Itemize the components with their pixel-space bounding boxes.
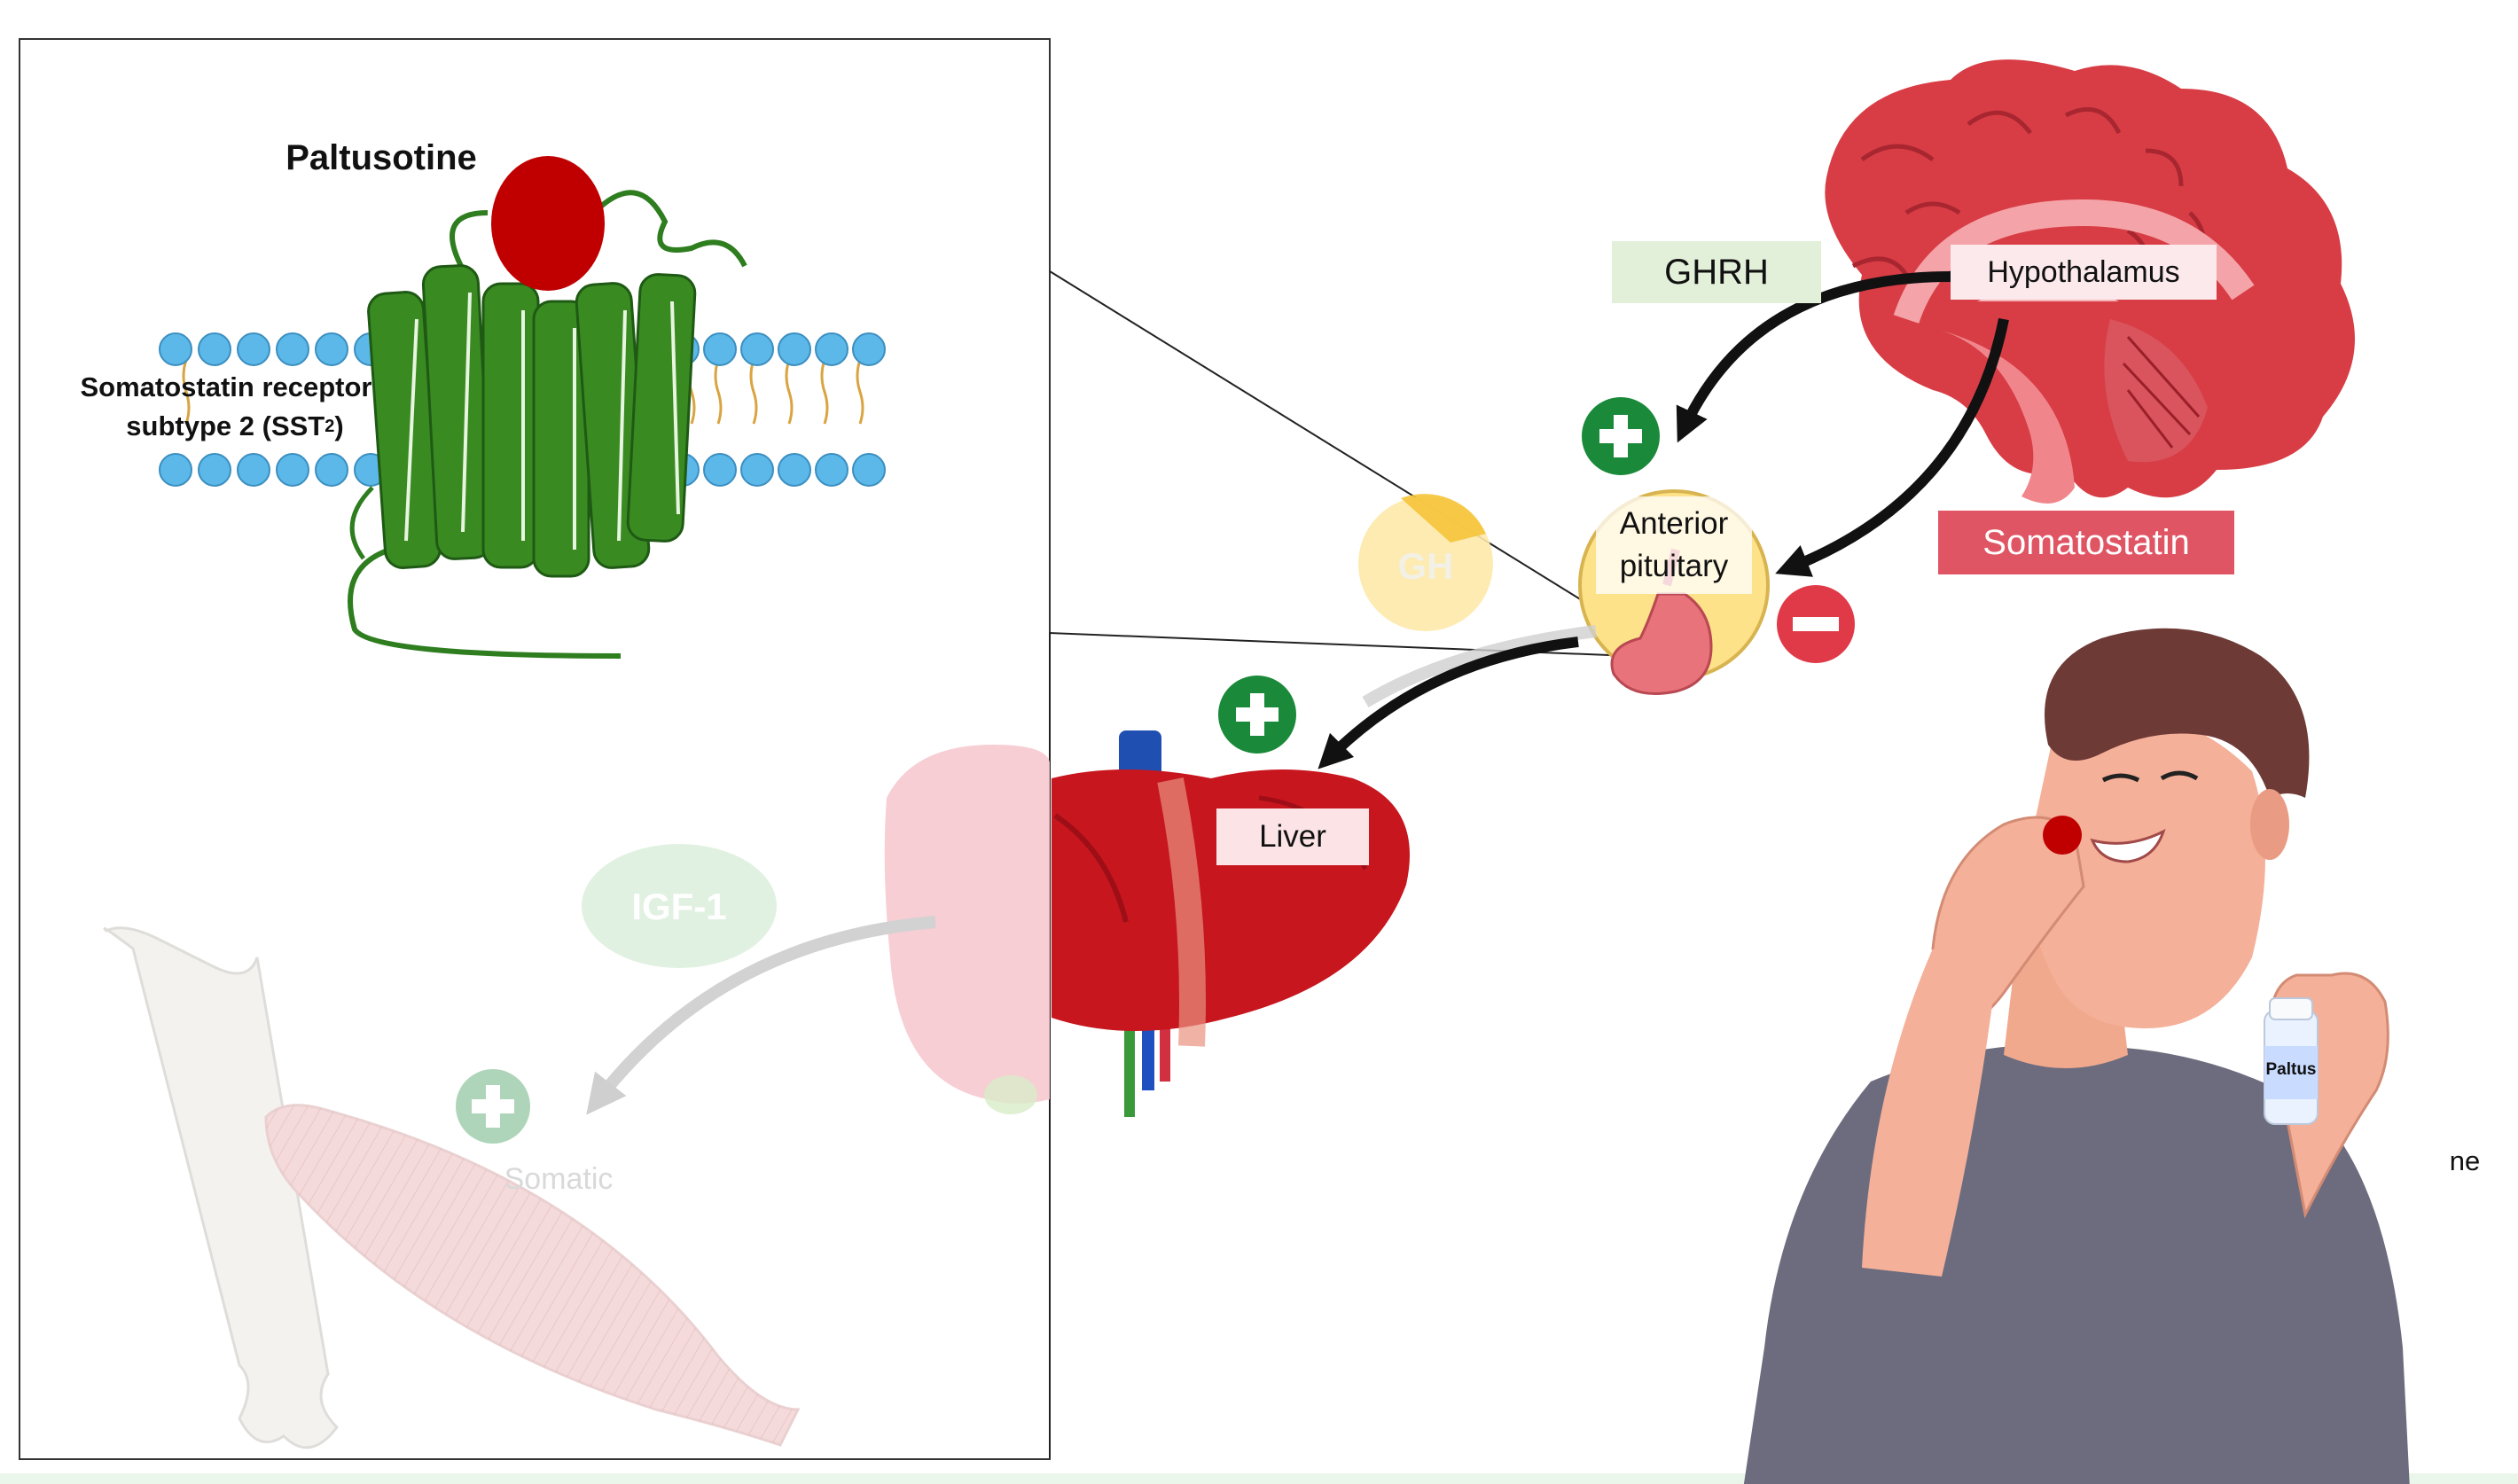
faded-plus-icon xyxy=(456,1069,530,1144)
pill-icon xyxy=(2043,816,2082,855)
bottle-label: Paltus xyxy=(2265,1060,2317,1079)
liver-label: Liver xyxy=(1216,808,1369,865)
sst2-receptor xyxy=(348,190,747,659)
igf1-bubble xyxy=(582,844,777,968)
igf1-label: IGF-1 xyxy=(631,886,727,927)
bone-icon xyxy=(103,926,339,1449)
faded-liver-icon xyxy=(884,745,1050,1104)
drug-name-label: Paltusotine xyxy=(285,137,477,177)
ghrh-plus-icon xyxy=(1582,397,1660,475)
faded-gh-arrow xyxy=(1362,625,1597,708)
gh-label: GH xyxy=(1397,545,1454,587)
ghrh-label: GHRH xyxy=(1612,241,1821,303)
receptor-label-line1: Somatostatin receptor xyxy=(80,371,372,402)
cell-membrane xyxy=(159,332,886,487)
hypothalamus-label: Hypothalamus xyxy=(1951,245,2217,300)
faded-igf1-arrow xyxy=(586,916,936,1115)
somatostatin-label: Somatostatin xyxy=(1938,511,2234,574)
pituitary-label-line2: pituitary xyxy=(1619,549,1729,583)
pituitary-label: Anterior pituitary xyxy=(1596,496,1752,594)
edge-text: ne xyxy=(2449,1145,2481,1176)
paltusotine-molecule xyxy=(491,156,605,291)
zoom-line-bottom xyxy=(1049,631,1632,1458)
muscle-icon xyxy=(264,1104,801,1447)
somatostatin-arrow-icon xyxy=(1775,317,2009,577)
ghrh-arrow-icon xyxy=(1676,271,1951,443)
zoom-line-top xyxy=(1049,270,1650,643)
liver-icon xyxy=(1052,730,1410,1117)
person-icon xyxy=(1743,628,2410,1484)
pituitary-label-line1: Anterior xyxy=(1619,506,1729,541)
somatostatin-minus-icon xyxy=(1777,585,1855,663)
pill-bottle-icon xyxy=(2264,997,2319,1125)
gh-liver-arrow-icon xyxy=(1318,637,1579,769)
liver-plus-icon xyxy=(1218,676,1296,754)
somatic-label: Somatic xyxy=(504,1161,614,1196)
